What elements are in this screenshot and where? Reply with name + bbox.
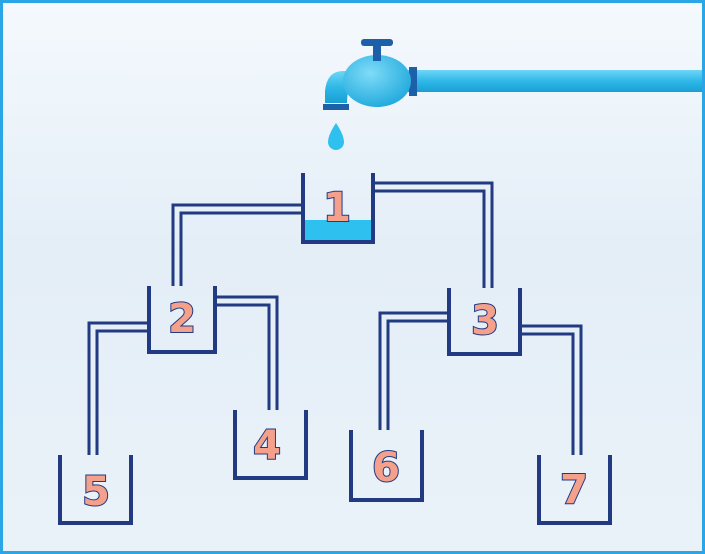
- pipe-2-to-4: [215, 295, 279, 410]
- container-1-label: 1: [323, 185, 351, 231]
- pipe-2-to-5: [87, 321, 150, 455]
- pipes: [87, 181, 583, 455]
- container-7-label: 7: [560, 467, 588, 513]
- pipe-1-to-2: [171, 203, 303, 286]
- pipe-2-to-4-inner: [215, 303, 271, 410]
- pipe-3-to-7: [520, 324, 583, 455]
- pipe-3-to-6: [378, 311, 449, 430]
- container-1[interactable]: 1: [301, 173, 375, 244]
- container-3-label: 3: [471, 298, 499, 344]
- pipe-1-to-3-inner: [373, 189, 486, 288]
- container-3[interactable]: 3: [447, 288, 522, 356]
- pipe-3-to-6-inner: [386, 319, 449, 430]
- container-4[interactable]: 4: [233, 410, 308, 480]
- faucet-icon: [323, 39, 702, 110]
- pipe-3-to-7-inner: [520, 332, 575, 455]
- pipe-1-to-2-inner: [179, 211, 303, 286]
- pipe-2-to-5-inner: [95, 329, 150, 455]
- pipe-1-to-3: [373, 181, 494, 288]
- container-1-water: [305, 220, 371, 241]
- container-6[interactable]: 6: [349, 430, 424, 502]
- container-2[interactable]: 2: [147, 286, 217, 354]
- container-4-label: 4: [253, 423, 281, 469]
- container-6-label: 6: [372, 445, 400, 491]
- container-5[interactable]: 5: [58, 455, 133, 525]
- container-5-label: 5: [82, 469, 110, 515]
- water-flow-puzzle: 1 2 3 4 5 6 7: [58, 39, 702, 525]
- water-drop-icon: [328, 123, 344, 150]
- container-2-label: 2: [168, 296, 196, 342]
- container-7[interactable]: 7: [537, 455, 612, 525]
